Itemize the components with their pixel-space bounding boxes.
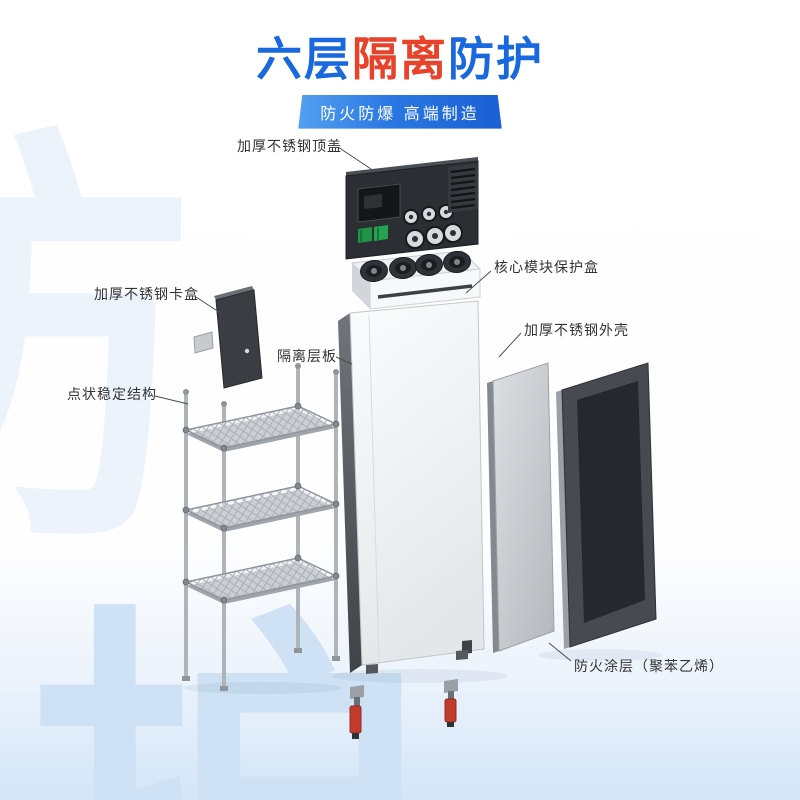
leader-line-card-box	[195, 296, 223, 315]
callout-outer-shell: 加厚不锈钢外壳	[524, 322, 629, 338]
title-segment-blue-2: 防护	[448, 33, 544, 85]
vent-slot	[377, 284, 473, 299]
mesh-shelf	[183, 485, 339, 532]
leader-line-isolation-shelf	[335, 356, 353, 365]
panel-dot	[244, 348, 250, 354]
cabinet-foot	[456, 650, 468, 660]
door-seam	[368, 315, 380, 662]
vent-grid	[448, 163, 478, 213]
callout-core-module-box: 核心模块保护盒	[494, 259, 599, 275]
core-module-box	[350, 250, 482, 310]
battery-cell-centers	[408, 209, 456, 242]
mesh-shelf	[183, 405, 339, 452]
callout-top-cover: 加厚不锈钢顶盖	[237, 138, 342, 154]
leader-line-fireproof	[548, 642, 572, 662]
terminal-blocks	[358, 225, 388, 243]
leader-line-dot-structure	[154, 395, 189, 405]
caster-right	[444, 679, 458, 727]
wire-shelf-rack	[182, 363, 340, 691]
display-screen	[357, 183, 401, 223]
cooling-fans	[360, 250, 471, 283]
leader-lines	[154, 146, 572, 662]
callout-dot-structure: 点状稳定结构	[67, 386, 157, 402]
leader-line-top-cover	[337, 146, 375, 172]
shelf-pole-caps	[182, 363, 340, 691]
subtitle-ribbon: 防火防爆 高端制造	[298, 94, 502, 129]
fireproof-panel	[556, 362, 657, 649]
outer-shell-panel	[487, 362, 555, 653]
dot-connectors	[182, 402, 340, 604]
cabinet-foot	[366, 664, 378, 674]
subtitle-text: 防火防爆 高端制造	[320, 105, 480, 123]
casters	[349, 679, 458, 739]
title-segment-red: 隔离	[352, 33, 448, 85]
callout-card-box: 加厚不锈钢卡盒	[94, 286, 199, 302]
title-segment-blue-1: 六层	[256, 33, 352, 85]
caster-left	[349, 685, 364, 739]
top-cover-module	[345, 157, 479, 260]
callout-isolation-shelf: 隔离层板	[277, 348, 337, 364]
leader-line-core-module	[465, 270, 492, 294]
header: 六层隔离防护 防火防爆 高端制造	[0, 0, 800, 129]
callout-fireproof-coating: 防火涂层（聚苯乙烯）	[574, 658, 724, 674]
page-title: 六层隔离防护	[0, 34, 800, 85]
card-box-panel	[193, 286, 263, 389]
leader-line-outer-shell	[498, 332, 522, 358]
mesh-shelf	[183, 557, 339, 604]
cabinet-body	[338, 300, 485, 674]
